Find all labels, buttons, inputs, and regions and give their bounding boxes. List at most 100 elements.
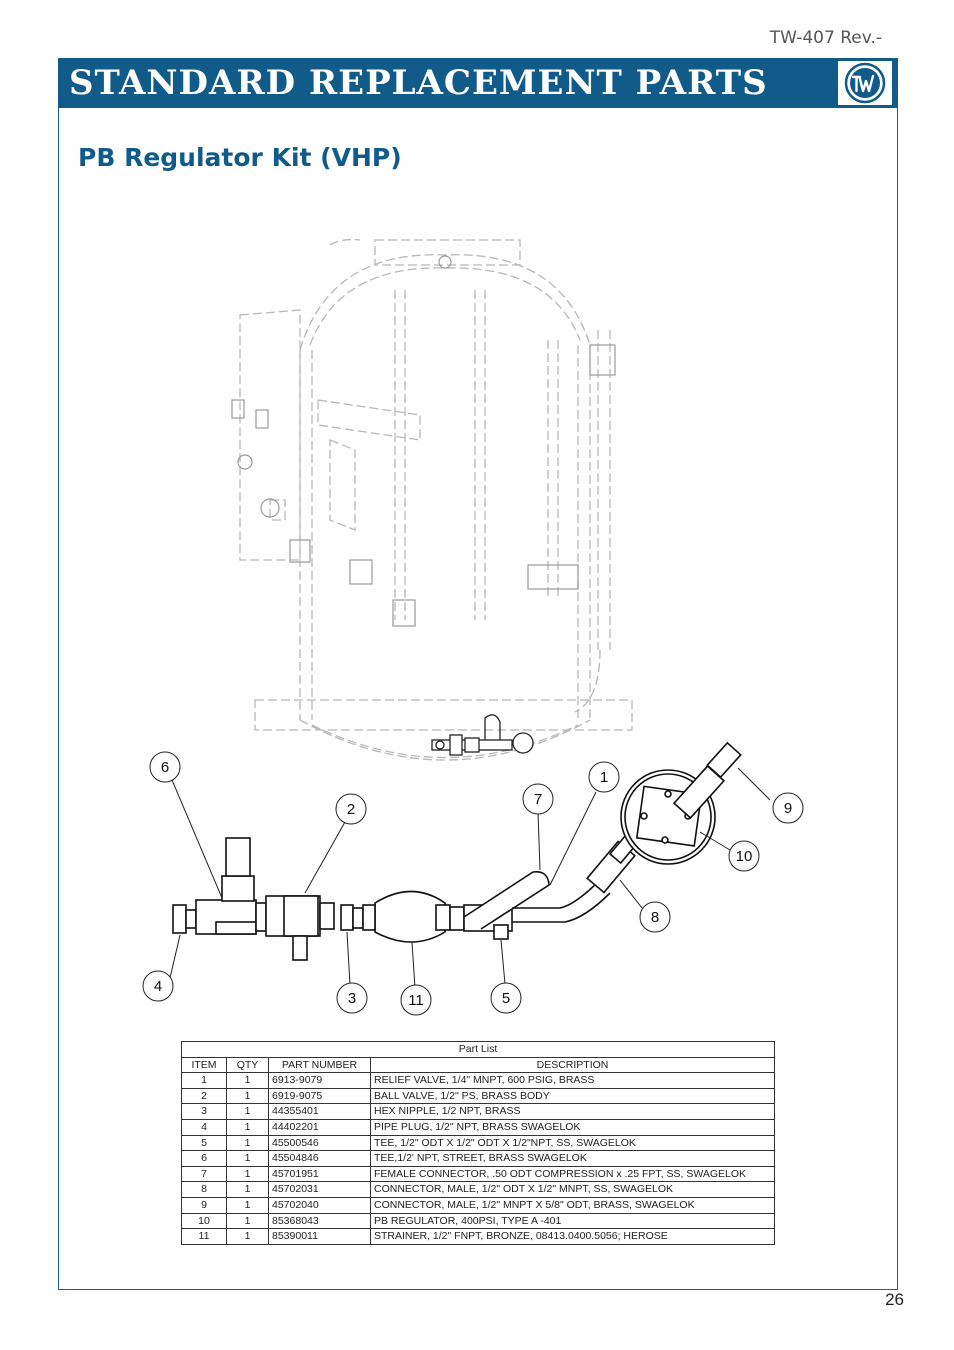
cell-item: 8 (181, 1181, 227, 1198)
parts-list-table: Part List ITEM QTY PART NUMBER DESCRIPTI… (181, 1041, 775, 1245)
cell-item: 5 (181, 1134, 227, 1152)
tw-logo-icon (838, 61, 892, 105)
cell-description: HEX NIPPLE, 1/2 NPT, BRASS (370, 1103, 775, 1120)
cell-qty: 1 (226, 1150, 269, 1167)
section-subtitle: PB Regulator Kit (VHP) (78, 143, 402, 172)
callout-bubble-7: 7 (522, 783, 554, 815)
exploded-assembly-drawing: 6 2 1 7 9 10 8 4 3 11 5 (142, 238, 804, 1016)
cell-part-number: 45701951 (268, 1165, 371, 1183)
svg-text:9: 9 (784, 800, 792, 817)
column-header-item: ITEM (181, 1056, 227, 1074)
cell-part-number: 44355401 (268, 1103, 371, 1120)
tank-ghost-fittings (231, 255, 616, 627)
column-header-description: DESCRIPTION (370, 1056, 775, 1074)
cell-qty: 1 (226, 1212, 269, 1230)
cell-description: STRAINER, 1/2" FNPT, BRONZE, 08413.0400.… (370, 1228, 775, 1245)
cell-description: TEE, 1/2" ODT X 1/2" ODT X 1/2"NPT, SS, … (370, 1134, 775, 1152)
cell-qty: 1 (226, 1181, 269, 1198)
tee-part (449, 906, 465, 931)
cell-qty: 1 (226, 1196, 269, 1214)
callout-bubble-9: 9 (772, 792, 804, 824)
svg-text:5: 5 (502, 990, 510, 1007)
cell-qty: 1 (226, 1165, 269, 1183)
callout-bubble-6: 6 (149, 751, 181, 783)
cell-description: PIPE PLUG, 1/2" NPT, BRASS SWAGELOK (370, 1118, 775, 1136)
callout-leaders (169, 767, 771, 989)
svg-text:4: 4 (154, 978, 162, 995)
svg-text:6: 6 (161, 759, 169, 776)
cell-part-number: 85390011 (268, 1228, 371, 1245)
column-header-part-number: PART NUMBER (268, 1056, 371, 1074)
main-assembly (172, 741, 742, 961)
document-id: TW-407 Rev.- (769, 28, 882, 48)
cell-part-number: 45500546 (268, 1134, 371, 1152)
female-connector-part (463, 870, 550, 930)
pipe-plug-part (172, 904, 187, 934)
cell-qty: 1 (226, 1228, 269, 1245)
callout-bubble-5: 5 (490, 982, 522, 1014)
cell-item: 1 (181, 1072, 227, 1089)
table-caption-row: Part List (181, 1041, 775, 1058)
page-number: 26 (885, 1290, 904, 1309)
cell-description: CONNECTOR, MALE, 1/2" MNPT X 5/8" ODT, B… (370, 1196, 775, 1214)
strainer-part (374, 890, 446, 943)
cell-part-number: 45504846 (268, 1150, 371, 1167)
relief-valve-part (225, 837, 251, 877)
tank-ghost-outline (239, 238, 633, 761)
cell-qty: 1 (226, 1118, 269, 1136)
cell-description: BALL VALVE, 1/2" PS, BRASS BODY (370, 1087, 775, 1105)
cell-description: PB REGULATOR, 400PSI, TYPE A -401 (370, 1212, 775, 1230)
cell-item: 6 (181, 1150, 227, 1167)
svg-text:10: 10 (736, 848, 753, 865)
title-banner: STANDARD REPLACEMENT PARTS (58, 58, 898, 108)
callout-bubble-11: 11 (400, 984, 432, 1016)
cell-qty: 1 (226, 1134, 269, 1152)
cell-part-number: 45702040 (268, 1196, 371, 1214)
cell-description: FEMALE CONNECTOR, .50 ODT COMPRESSION x … (370, 1165, 775, 1183)
cell-qty: 1 (226, 1087, 269, 1105)
callout-bubble-2: 2 (335, 793, 367, 825)
banner-title: STANDARD REPLACEMENT PARTS (69, 63, 768, 103)
cell-part-number: 45702031 (268, 1181, 371, 1198)
cell-item: 4 (181, 1118, 227, 1136)
cell-part-number: 44402201 (268, 1118, 371, 1136)
cell-description: TEE,1/2' NPT, STREET, BRASS SWAGELOK (370, 1150, 775, 1167)
cell-item: 7 (181, 1165, 227, 1183)
svg-text:8: 8 (651, 909, 659, 926)
table-header-row: ITEM QTY PART NUMBER DESCRIPTION (181, 1056, 775, 1074)
cell-description: RELIEF VALVE, 1/4" MNPT, 600 PSIG, BRASS (370, 1072, 775, 1089)
column-header-qty: QTY (226, 1056, 269, 1074)
cell-part-number: 6919-9075 (268, 1087, 371, 1105)
svg-text:7: 7 (534, 791, 542, 808)
cell-item: 2 (181, 1087, 227, 1105)
callout-bubble-8: 8 (639, 901, 671, 933)
callout-bubble-1: 1 (588, 761, 620, 793)
cell-description: CONNECTOR, MALE, 1/2" ODT X 1/2" MNPT, S… (370, 1181, 775, 1198)
svg-text:1: 1 (600, 769, 608, 786)
cell-item: 3 (181, 1103, 227, 1120)
callout-bubble-4: 4 (142, 970, 174, 1002)
svg-text:3: 3 (348, 990, 356, 1007)
cell-qty: 1 (226, 1103, 269, 1120)
cell-item: 10 (181, 1212, 227, 1230)
cell-part-number: 85368043 (268, 1212, 371, 1230)
cell-part-number: 6913-9079 (268, 1072, 371, 1089)
cell-qty: 1 (226, 1072, 269, 1089)
svg-text:11: 11 (408, 992, 424, 1009)
callout-bubble-3: 3 (336, 982, 368, 1014)
callout-bubble-10: 10 (728, 840, 760, 872)
cell-item: 9 (181, 1196, 227, 1214)
table-caption: Part List (181, 1041, 775, 1058)
